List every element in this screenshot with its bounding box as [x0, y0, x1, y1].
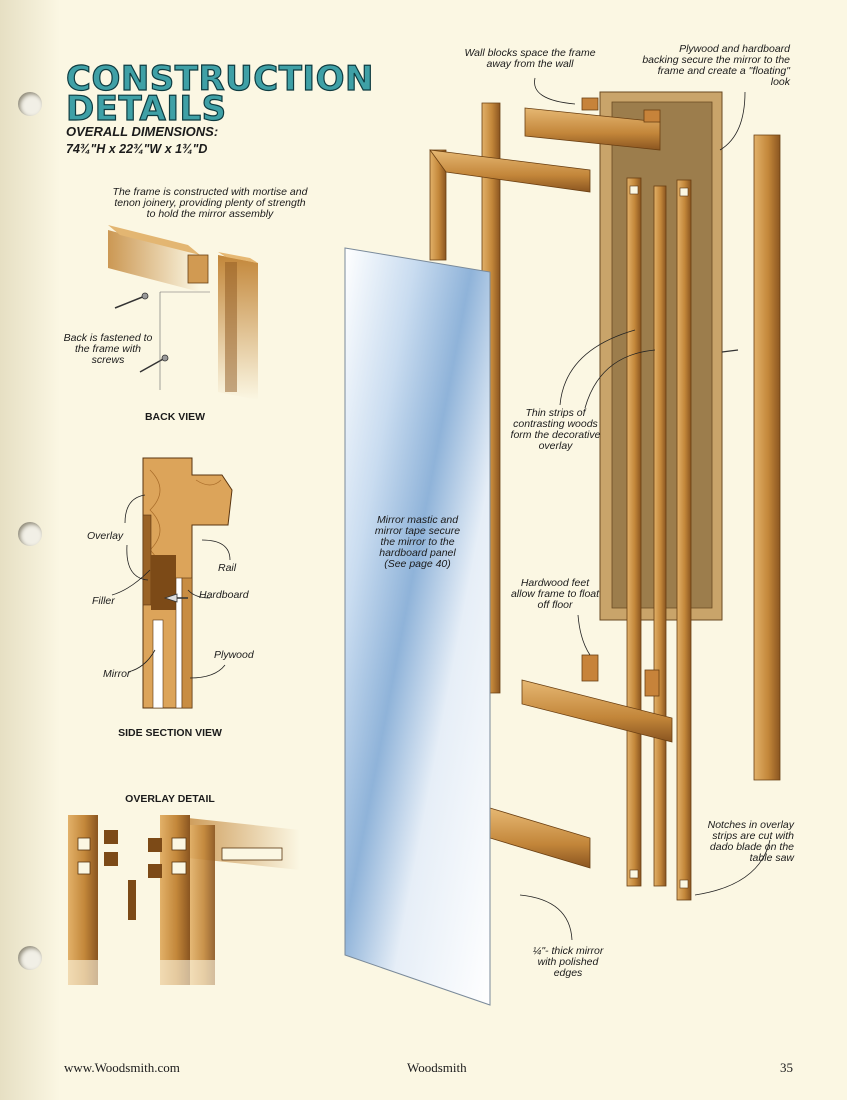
overlay-strips-caption: Thin strips of contrasting woods form th… — [510, 407, 601, 452]
exploded-view-drawing — [344, 77, 781, 1006]
back-view-drawing — [108, 225, 258, 400]
backing-caption: Plywood and hardboard backing secure the… — [642, 43, 790, 88]
page-title-line1: CONSTRUCTION — [65, 59, 374, 99]
side-section-title: SIDE SECTION VIEW — [118, 727, 222, 739]
footer-magazine: Woodsmith — [407, 1060, 467, 1075]
binder-hole-middle — [18, 522, 42, 546]
overlay-detail-drawing — [68, 815, 308, 1000]
page-title-line2: DETAILS — [65, 89, 227, 129]
dimensions-label: OVERALL DIMENSIONS: — [66, 124, 219, 139]
label-filler: Filler — [92, 595, 115, 607]
page-edge-shadow — [0, 0, 60, 1100]
joinery-caption: The frame is constructed with mortise an… — [112, 186, 308, 220]
label-hardboard: Hardboard — [199, 589, 249, 601]
overlay-detail-title: OVERLAY DETAIL — [125, 793, 215, 805]
binder-hole-bottom — [18, 946, 42, 970]
binder-hole-top — [18, 92, 42, 116]
mirror-caption: ¼"- thick mirror with polished edges — [532, 945, 604, 979]
page-title: CONSTRUCTION DETAILS — [65, 59, 374, 129]
label-overlay: Overlay — [87, 530, 124, 542]
screws-caption: Back is fastened to the frame with screw… — [63, 332, 153, 366]
back-view-title: BACK VIEW — [144, 411, 206, 423]
side-section-drawing — [111, 457, 233, 709]
mastic-caption: Mirror mastic and mirror tape secure the… — [374, 514, 461, 570]
feet-caption: Hardwood feet allow frame to float off f… — [510, 577, 600, 611]
notches-caption: Notches in overlay strips are cut with d… — [707, 819, 794, 864]
dimensions-value: 74¾"H x 22¾"W x 1¾"D — [66, 142, 208, 156]
label-mirror: Mirror — [103, 668, 131, 680]
label-plywood: Plywood — [214, 649, 254, 661]
page-number: 35 — [780, 1060, 793, 1075]
wall-blocks-caption: Wall blocks space the frame away from th… — [464, 47, 596, 70]
footer-url: www.Woodsmith.com — [64, 1060, 180, 1075]
label-rail: Rail — [218, 562, 237, 574]
